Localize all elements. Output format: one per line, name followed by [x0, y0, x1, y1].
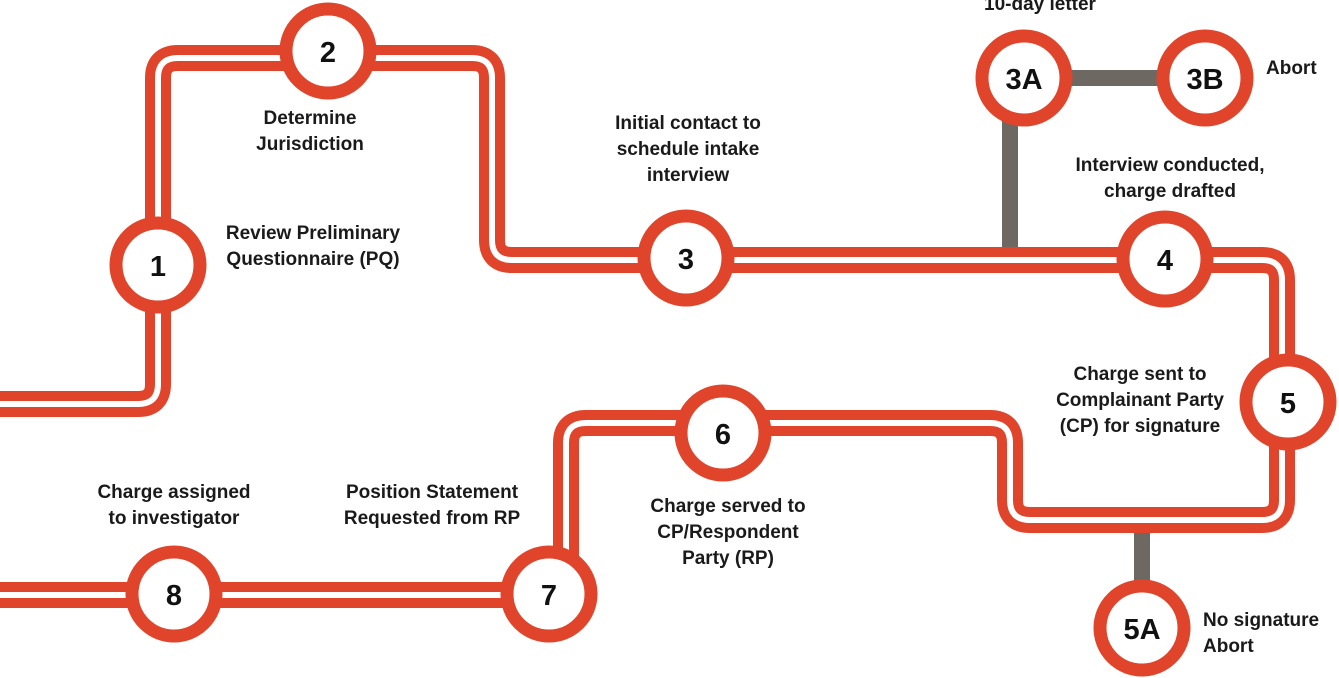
node-2: 2 — [279, 2, 377, 100]
step-5-label: Charge sent to Complainant Party (CP) fo… — [1056, 364, 1224, 437]
step-4-label: Interview conducted, charge drafted — [1075, 155, 1265, 202]
node-3-number: 3 — [678, 244, 694, 276]
node-3a-number: 3A — [1005, 64, 1042, 96]
node-5: 5 — [1239, 353, 1337, 451]
node-3b-number: 3B — [1186, 64, 1223, 96]
node-2-number: 2 — [320, 37, 336, 69]
main-track-inner — [0, 55, 1285, 598]
node-6-number: 6 — [715, 419, 731, 451]
node-5a-number: 5A — [1123, 614, 1160, 646]
node-3b: 3B — [1156, 29, 1254, 127]
node-3: 3 — [637, 209, 735, 307]
node-6: 6 — [674, 384, 772, 482]
node-4-number: 4 — [1157, 245, 1173, 277]
node-8-number: 8 — [166, 580, 182, 612]
step-3-label: Initial contact to schedule intake inter… — [615, 113, 761, 186]
step-3b-label: Abort — [1266, 58, 1317, 79]
node-1: 1 — [109, 216, 207, 314]
node-7: 7 — [500, 545, 598, 643]
step-3a-label: 10-day letter — [984, 0, 1096, 15]
node-4: 4 — [1116, 210, 1214, 308]
step-2-label: Determine Jurisdiction — [256, 108, 364, 155]
node-8: 8 — [125, 545, 223, 643]
step-5a-label: No signature Abort — [1203, 610, 1320, 657]
step-6-label: Charge served to CP/Respondent Party (RP… — [650, 496, 806, 569]
step-7-label: Position Statement Requested from RP — [343, 482, 521, 529]
step-8-label: Charge assigned to investigator — [97, 482, 251, 529]
node-3a: 3A — [975, 29, 1073, 127]
node-5-number: 5 — [1280, 388, 1296, 420]
node-5a: 5A — [1093, 579, 1191, 677]
step-1-label: Review Preliminary Questionnaire (PQ) — [225, 223, 401, 270]
node-7-number: 7 — [541, 580, 557, 612]
node-1-number: 1 — [150, 251, 166, 283]
